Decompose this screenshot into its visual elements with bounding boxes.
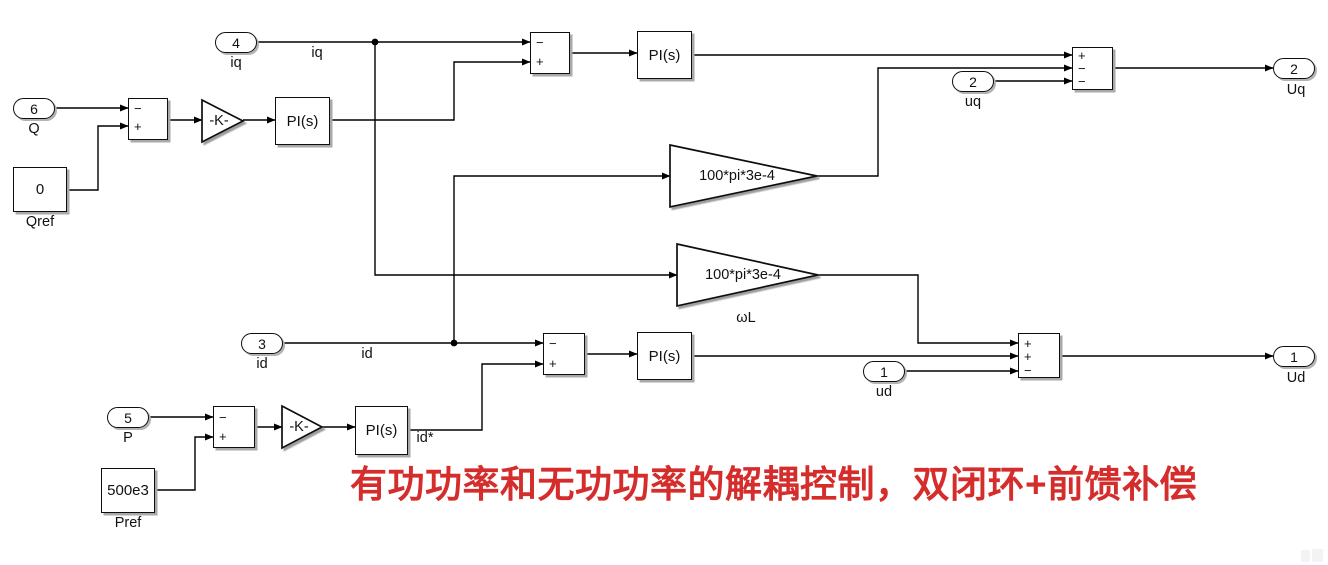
sum-id-error[interactable]: − + — [543, 333, 585, 375]
inport-uq-label: uq — [964, 94, 982, 110]
wire-wld-to-sumud — [818, 274, 1019, 347]
gain-wl-d-triangle[interactable] — [676, 242, 819, 308]
gain-wl-q-triangle[interactable] — [669, 143, 818, 209]
inport-iq[interactable]: 4 — [215, 32, 257, 53]
wire-piq-to-sumiq — [330, 58, 531, 121]
sum-uq-output[interactable]: + − − — [1072, 47, 1113, 90]
inport-id-number: 3 — [258, 335, 266, 352]
wire-pref-to-sump — [155, 433, 214, 491]
gain-wl-d-value: 100*pi*3e-4 — [705, 267, 781, 283]
constant-pref-label: Pref — [114, 515, 142, 531]
pi-iq-label: PI(s) — [648, 46, 681, 64]
outport-uq-label: Uq — [1286, 82, 1306, 98]
constant-pref-value: 500e3 — [107, 482, 149, 499]
outport-uq-number: 2 — [1290, 60, 1298, 77]
inport-uq-number: 2 — [969, 73, 977, 90]
sum-iq-sign-2: + — [536, 54, 544, 69]
inport-p-label: P — [123, 430, 133, 446]
sum-uq-sign-3: − — [1078, 74, 1086, 89]
inport-q-number: 6 — [30, 100, 38, 117]
outport-uq[interactable]: 2 — [1273, 58, 1315, 79]
constant-qref-value: 0 — [35, 181, 45, 198]
wire-wlq-to-sumuq — [817, 64, 1073, 177]
wire-id-to-wl — [453, 172, 671, 343]
gain-wl-q-value: 100*pi*3e-4 — [699, 168, 775, 184]
sum-uq-sign-2: − — [1078, 61, 1086, 76]
wire-pip-to-sumid — [408, 360, 544, 431]
inport-iq-label: iq — [230, 55, 242, 71]
sum-p-error[interactable]: − + — [213, 406, 255, 448]
inport-q[interactable]: 6 — [13, 98, 55, 119]
pi-id-label: PI(s) — [648, 347, 681, 365]
pi-q-label: PI(s) — [286, 112, 319, 130]
wire-iq-to-wl — [374, 42, 678, 279]
gain-wl-d-label: ωL — [736, 310, 756, 326]
gain-kq-triangle[interactable] — [201, 98, 245, 144]
sum-iq-sign-1: − — [536, 35, 544, 50]
inport-id[interactable]: 3 — [241, 333, 283, 354]
sum-ud-sign-1: + — [1024, 336, 1032, 351]
sum-ud-sign-3: − — [1024, 363, 1032, 378]
inport-id-label: id — [256, 356, 268, 372]
model-annotation: 有功功率和无功功率的解耦控制，双闭环+前馈补偿 — [350, 464, 1198, 505]
outport-ud-label: Ud — [1286, 370, 1306, 386]
sum-id-sign-1: − — [549, 336, 557, 351]
inport-uq[interactable]: 2 — [952, 71, 994, 92]
outport-ud-number: 1 — [1290, 348, 1298, 365]
gain-kp-value: -K- — [289, 419, 309, 435]
inport-ud[interactable]: 1 — [863, 361, 905, 382]
sum-ud-output[interactable]: + + − — [1018, 333, 1060, 378]
sum-iq-error[interactable]: − + — [530, 32, 570, 74]
pi-controller-q[interactable]: PI(s) — [275, 97, 330, 145]
constant-pref[interactable]: 500e3 — [101, 468, 155, 513]
gain-kp-triangle[interactable] — [281, 404, 324, 450]
pi-controller-id[interactable]: PI(s) — [637, 332, 692, 380]
junction-dot-iq — [371, 38, 379, 46]
inport-iq-number: 4 — [232, 34, 240, 51]
watermark — [1301, 544, 1327, 562]
inport-p-number: 5 — [124, 409, 132, 426]
sum-p-sign-2: + — [219, 429, 227, 444]
constant-qref[interactable]: 0 — [13, 167, 67, 212]
wire-qref-to-sum — [67, 122, 129, 191]
wire-label-iq: iq — [311, 45, 323, 61]
sum-uq-sign-1: + — [1078, 48, 1086, 63]
gain-kq-value: -K- — [209, 113, 229, 129]
constant-qref-label: Qref — [25, 214, 55, 230]
sum-q-sign-2: + — [134, 119, 142, 134]
sum-id-sign-2: + — [549, 356, 557, 371]
sum-q-error[interactable]: − + — [128, 98, 168, 140]
inport-ud-number: 1 — [880, 363, 888, 380]
wire-label-id: id — [361, 346, 373, 362]
pi-p-label: PI(s) — [365, 422, 398, 439]
sum-ud-sign-2: + — [1024, 349, 1032, 364]
wire-label-id-star: id* — [416, 430, 434, 446]
inport-p[interactable]: 5 — [107, 407, 149, 428]
pi-controller-iq[interactable]: PI(s) — [637, 31, 692, 79]
pi-controller-p[interactable]: PI(s) — [355, 406, 408, 455]
outport-ud[interactable]: 1 — [1273, 346, 1315, 367]
junction-dot-id — [450, 339, 458, 347]
inport-ud-label: ud — [875, 384, 893, 400]
sum-q-sign-1: − — [134, 101, 142, 116]
sum-p-sign-1: − — [219, 410, 227, 425]
inport-q-label: Q — [28, 121, 40, 137]
